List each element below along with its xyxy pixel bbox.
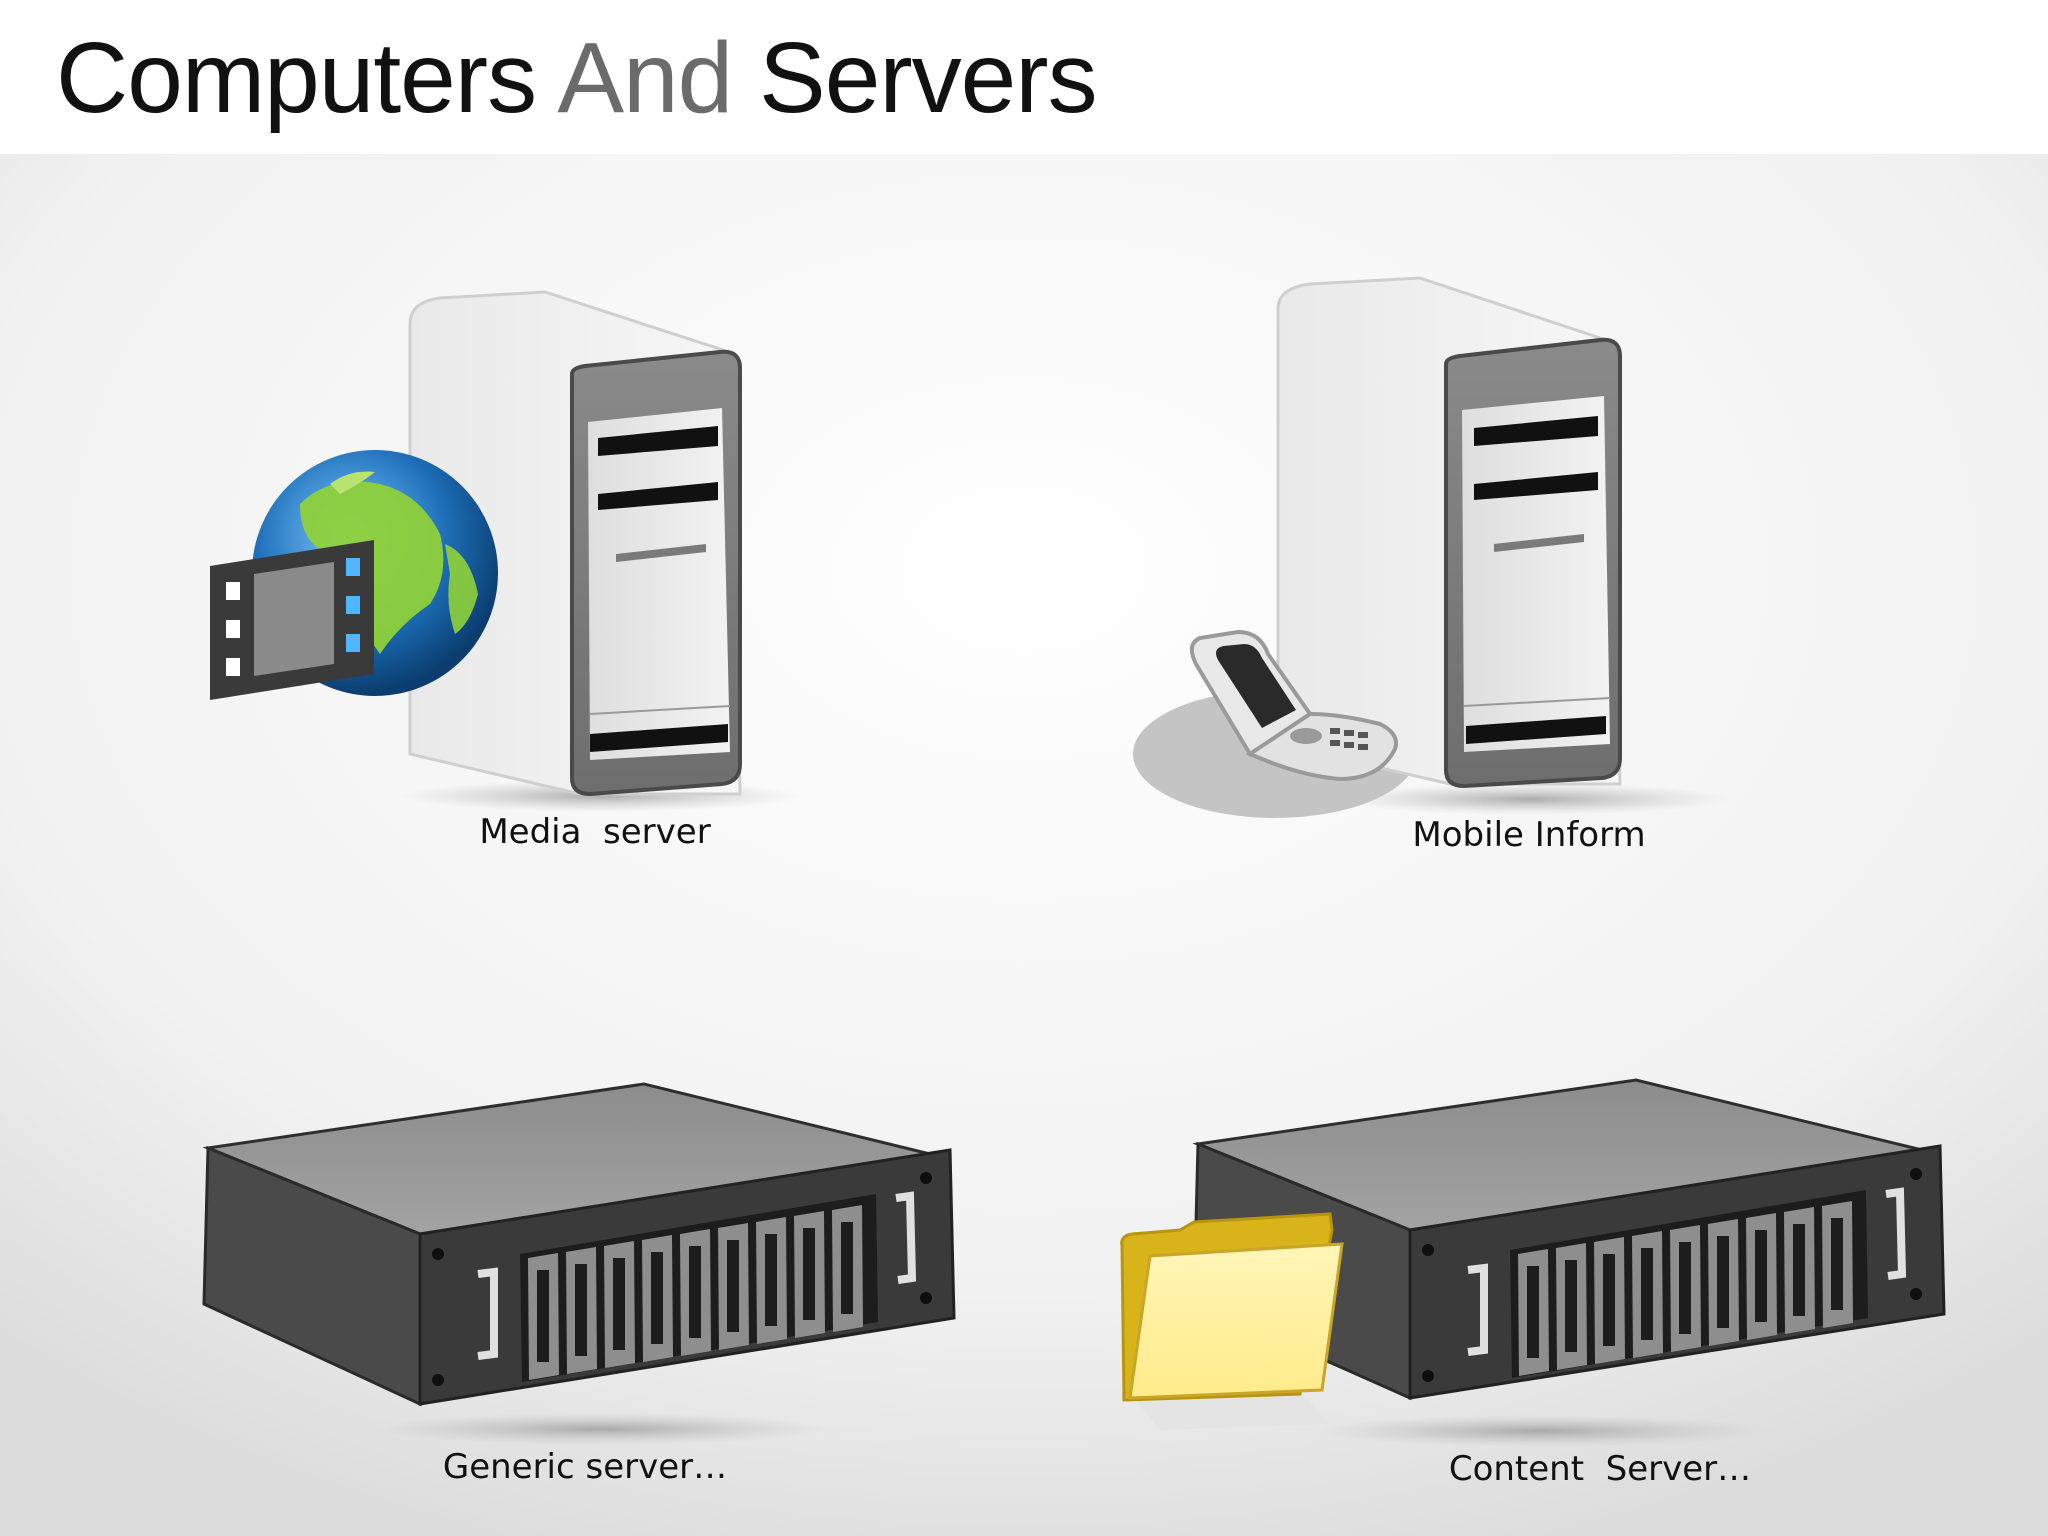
rack-server-icon — [202, 1082, 956, 1445]
tower-server-with-flip-phone-icon — [1133, 276, 1730, 818]
mobile-inform-label: Mobile Inform — [1412, 815, 1646, 855]
rack-drive-bays — [528, 1205, 863, 1380]
rack-drive-bays — [1518, 1201, 1853, 1376]
title-part-and: And — [557, 22, 733, 134]
illustrations — [0, 154, 2048, 1536]
slide-title: Computers And Servers — [56, 18, 1098, 138]
tower-server-with-globe-film-icon — [210, 290, 800, 812]
slide-canvas: Media server Mobile Inform Generic serve… — [0, 154, 2048, 1536]
media-server-label: Media server — [479, 812, 711, 852]
content-server-label: Content Server… — [1448, 1449, 1752, 1489]
title-part-servers: Servers — [732, 22, 1098, 134]
title-bar: Computers And Servers — [0, 0, 2048, 154]
title-part-computers: Computers — [56, 22, 558, 134]
rack-server-with-folder-icon — [1120, 1078, 1946, 1447]
generic-server-label: Generic server… — [442, 1447, 728, 1487]
